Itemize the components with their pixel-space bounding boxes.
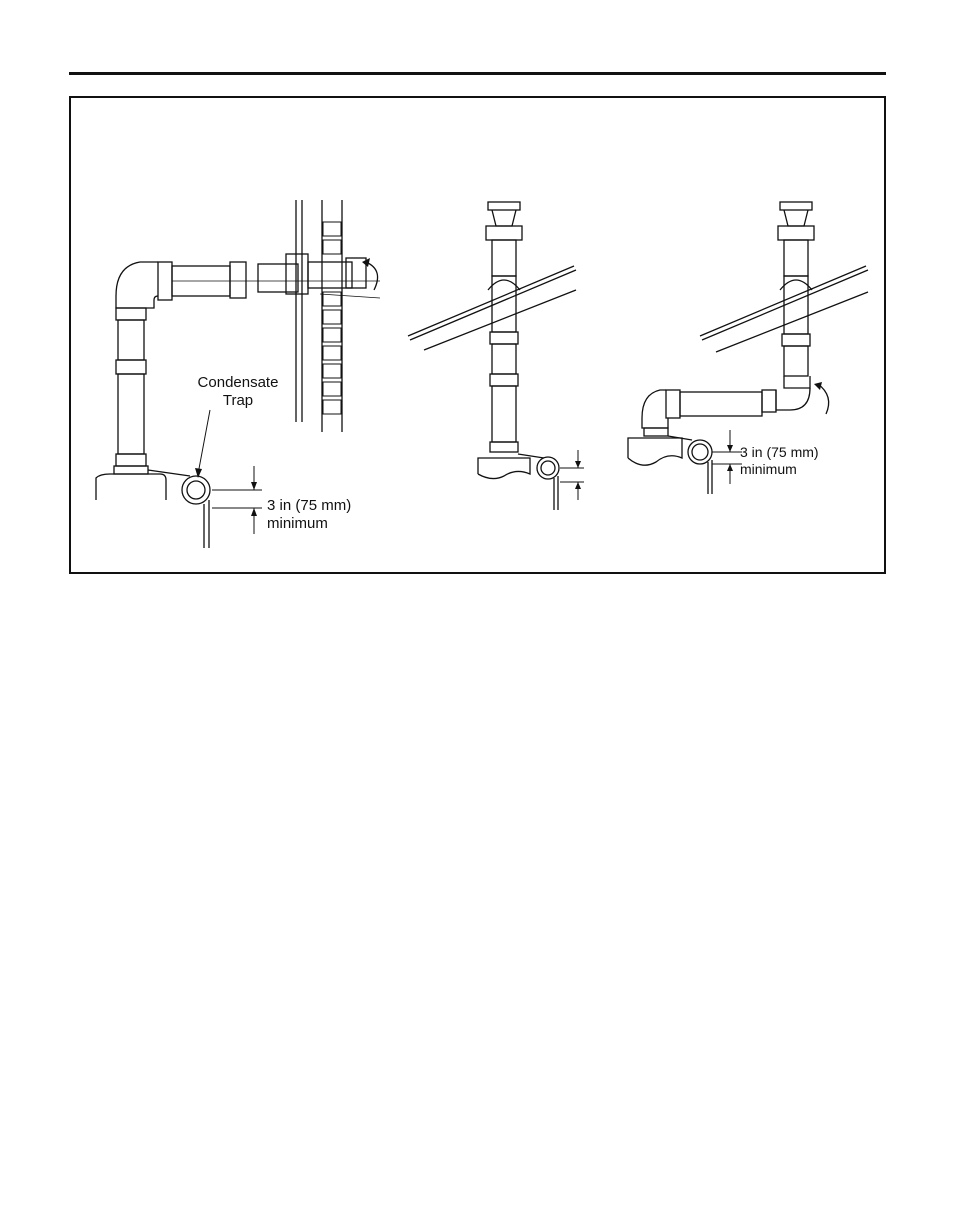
condensate-trap-label: Condensate Trap bbox=[190, 374, 286, 410]
horizontal-vent-pipe bbox=[158, 254, 380, 300]
dimension-marks-right bbox=[712, 430, 742, 484]
vertical-vent-pipe bbox=[116, 308, 146, 466]
vertical-roof-vent-illustration bbox=[408, 202, 584, 510]
right-dimension-line2: minimum bbox=[740, 461, 819, 478]
left-dimension-label: 3 in (75 mm) minimum bbox=[267, 497, 351, 533]
condensate-trap-right bbox=[668, 436, 712, 494]
condensate-leader-line bbox=[198, 410, 210, 474]
right-dimension-label: 3 in (75 mm) minimum bbox=[740, 444, 819, 478]
left-dimension-line2: minimum bbox=[267, 515, 351, 533]
dimension-marks-left bbox=[212, 466, 262, 534]
appliance-top-middle bbox=[478, 458, 530, 479]
left-dimension-line1: 3 in (75 mm) bbox=[267, 497, 351, 515]
brick-wall bbox=[296, 200, 342, 432]
condensate-label-line1: Condensate bbox=[190, 374, 286, 392]
elbow-fitting bbox=[116, 262, 158, 308]
condensate-trap-middle bbox=[518, 454, 559, 510]
right-dimension-line1: 3 in (75 mm) bbox=[740, 444, 819, 461]
vertical-vent-pipe-middle bbox=[490, 276, 518, 452]
condensate-label-line2: Trap bbox=[190, 392, 286, 410]
condensate-trap-loop bbox=[148, 470, 210, 548]
dimension-marks-middle bbox=[560, 450, 584, 500]
appliance-top-right bbox=[628, 438, 682, 465]
offset-pipe bbox=[642, 376, 810, 436]
